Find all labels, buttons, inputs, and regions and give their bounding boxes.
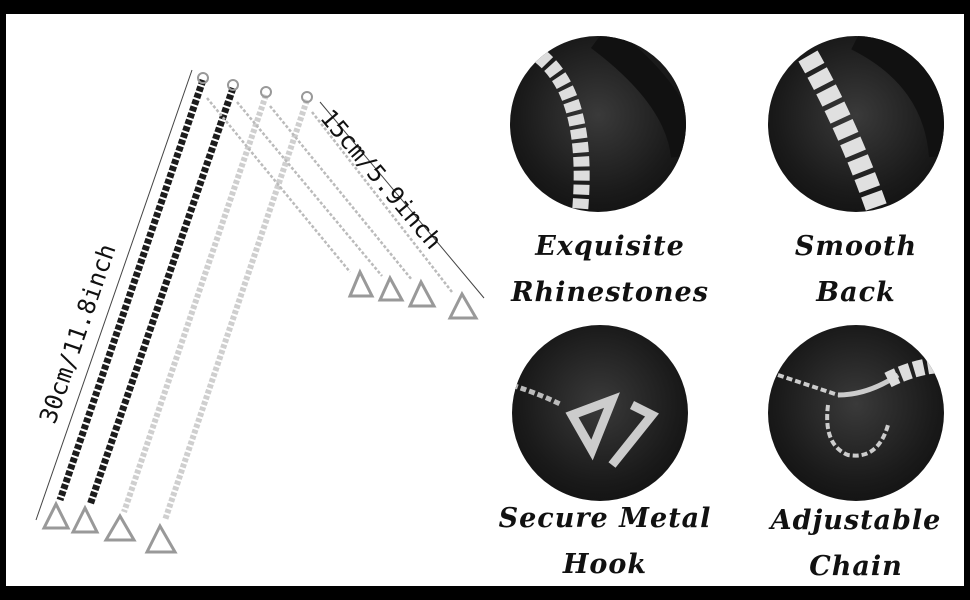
feature-caption-rhinestones: Exquisite Rhinestones	[511, 231, 709, 308]
rhinestone-closeup-icon	[510, 36, 686, 212]
adjustable-chain-closeup-icon	[768, 325, 944, 501]
metal-hook-closeup-icon	[512, 325, 688, 501]
short-dimension-line	[319, 101, 485, 299]
feature-caption-metal-hook: Secure Metal Hook	[498, 503, 712, 580]
short-strap-2	[236, 101, 405, 302]
long-strap-black-2	[70, 79, 239, 534]
short-strap-4	[311, 111, 479, 320]
feature-caption-adjustable-chain: Adjustable Chain	[770, 505, 942, 582]
short-strap-3	[269, 105, 437, 308]
short-strap-1	[206, 97, 375, 298]
feature-caption-smooth-back: Smooth Back	[794, 231, 918, 308]
smooth-back-closeup-icon	[768, 36, 944, 212]
long-strap-black-1	[41, 72, 209, 530]
long-strap-silver-1	[103, 86, 272, 542]
long-dimension-line	[35, 69, 193, 521]
long-strap-silver-2	[144, 91, 313, 554]
